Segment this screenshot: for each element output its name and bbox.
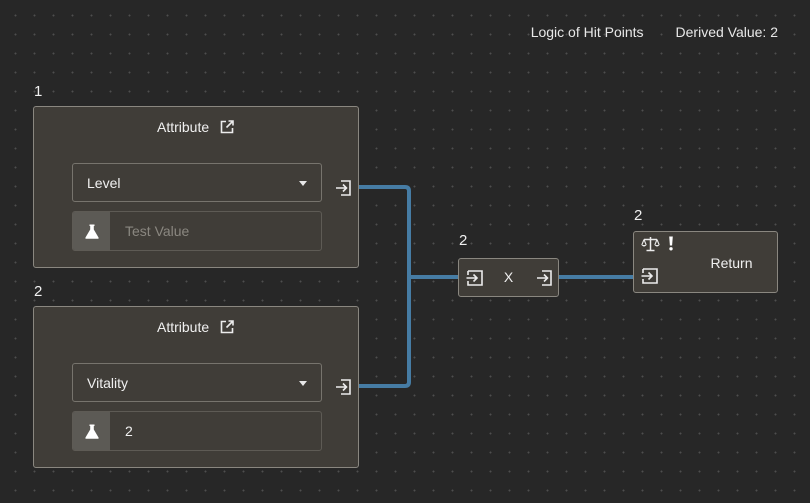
test-value-input[interactable] xyxy=(110,212,321,250)
output-port-icon[interactable] xyxy=(334,179,352,197)
attribute-node-2[interactable]: Attribute Vitality xyxy=(33,306,359,468)
node-index-attribute-2: 2 xyxy=(34,283,43,300)
wire-attribute-2-to-multiply xyxy=(358,277,411,388)
operator-label: X xyxy=(503,269,514,285)
return-node[interactable]: Return xyxy=(633,231,778,293)
attribute-select[interactable]: Level xyxy=(72,163,322,202)
warning-icon xyxy=(668,236,674,251)
return-node-title: Return xyxy=(710,255,753,271)
node-index-attribute-1: 1 xyxy=(34,83,43,100)
attribute-node-title: Attribute xyxy=(34,119,358,138)
input-port-icon[interactable] xyxy=(466,269,484,287)
scale-icon xyxy=(641,236,660,252)
flask-icon xyxy=(73,212,110,250)
attribute-node-title-label: Attribute xyxy=(156,319,210,335)
input-port-icon[interactable] xyxy=(641,267,659,285)
test-value-row xyxy=(72,211,322,251)
attribute-select-value: Vitality xyxy=(87,374,128,391)
attribute-select-value: Level xyxy=(87,174,121,191)
attribute-node-1[interactable]: Attribute Level xyxy=(33,106,359,268)
test-value-row xyxy=(72,411,322,451)
top-bar: Logic of Hit Points Derived Value: 2 xyxy=(531,24,778,40)
logic-title: Logic of Hit Points xyxy=(530,24,644,40)
output-port-icon[interactable] xyxy=(535,269,553,287)
wire-attribute-1-to-multiply xyxy=(358,185,458,279)
multiply-node[interactable]: X xyxy=(458,258,559,297)
derived-value: Derived Value: 2 xyxy=(675,24,778,40)
external-link-icon[interactable] xyxy=(219,319,235,338)
attribute-node-title: Attribute xyxy=(34,319,358,338)
output-port-icon[interactable] xyxy=(334,378,352,396)
node-index-multiply: 2 xyxy=(459,232,468,249)
test-value-input[interactable] xyxy=(110,412,321,450)
chevron-down-icon xyxy=(299,381,307,386)
chevron-down-icon xyxy=(299,181,307,186)
attribute-node-title-label: Attribute xyxy=(156,119,210,135)
attribute-select[interactable]: Vitality xyxy=(72,363,322,402)
external-link-icon[interactable] xyxy=(219,119,235,138)
flask-icon xyxy=(73,412,110,450)
node-index-return: 2 xyxy=(634,207,643,224)
